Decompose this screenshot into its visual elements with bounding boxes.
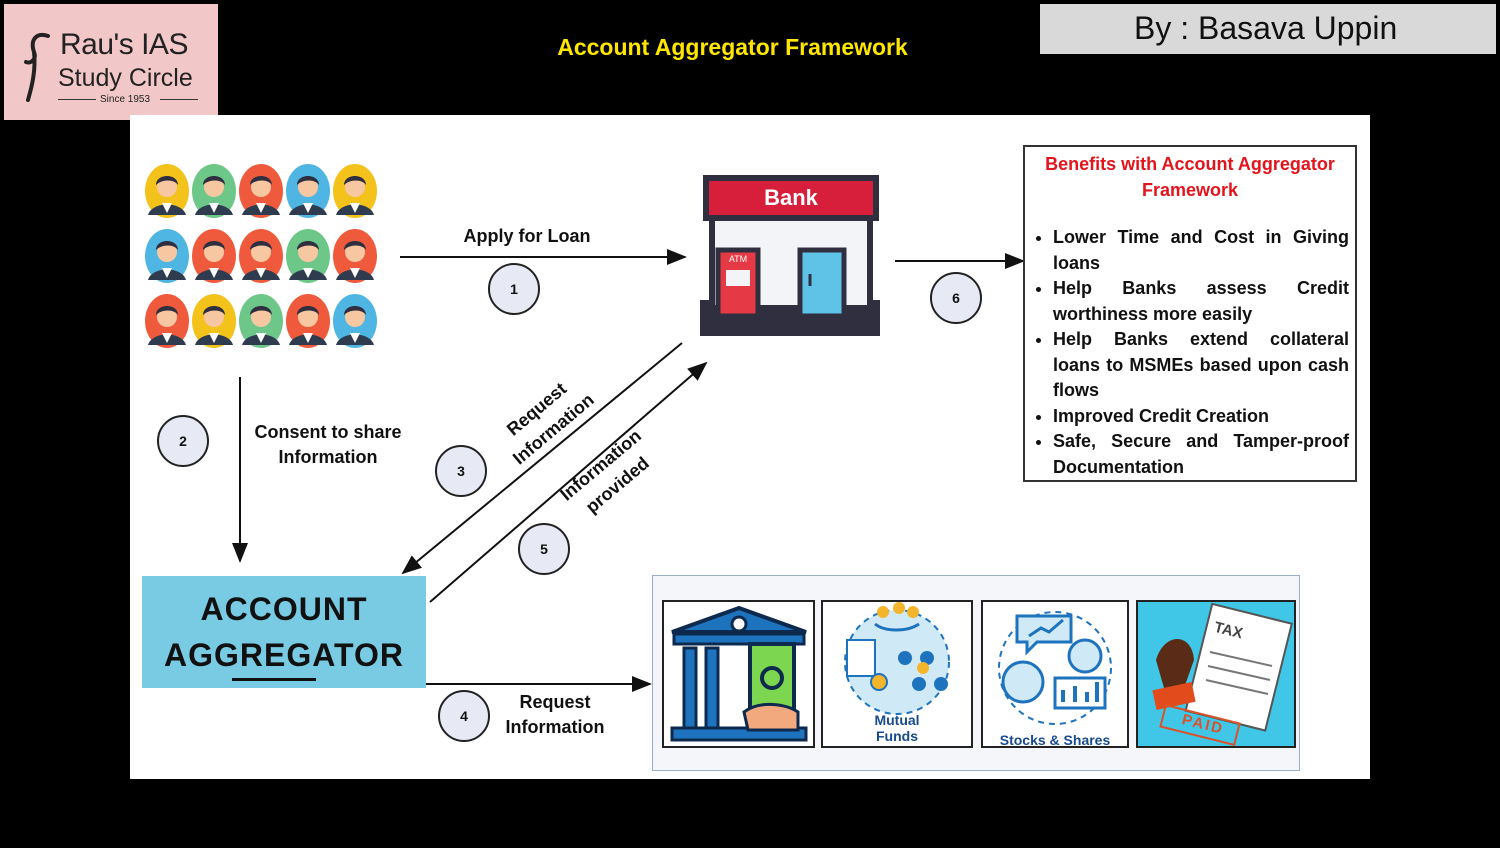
bank-cash-tile [662, 600, 815, 748]
person-avatar-icon [192, 229, 236, 283]
logo-line-3: Since 1953 [100, 94, 151, 105]
tax-paid-tile: TAX PAID [1136, 600, 1296, 748]
logo-rule-right [160, 99, 198, 100]
step-2-label: Consent to share Information [254, 422, 402, 467]
logo-line-1: Rau's IAS [60, 28, 188, 61]
step-1-label: Apply for Loan [463, 226, 591, 246]
benefits-box: Benefits with Account Aggregator Framewo… [1023, 145, 1357, 482]
bank-building-cash-icon [670, 605, 808, 742]
diagram-canvas: Bank ATM Apply for Loan Consent to share… [130, 115, 1370, 779]
person-avatar-icon [286, 229, 330, 283]
arrow-info-provided [429, 361, 708, 603]
information-sources-box: Mutual Funds Stocks & Shares [652, 575, 1300, 771]
author-banner: By : Basava Uppin [1040, 4, 1496, 54]
benefit-item: Safe, Secure and Tamper-proof Documentat… [1053, 429, 1349, 480]
person-avatar-icon [239, 294, 283, 348]
bank-icon: Bank ATM [692, 150, 897, 345]
step-1-circle: 1 [488, 263, 540, 315]
mutual-funds-caption: Mutual Funds [874, 712, 920, 744]
step-6-circle: 6 [930, 272, 982, 324]
aggregator-line-2: AGGREGATOR [164, 637, 404, 673]
aggregator-underline [232, 678, 316, 681]
benefit-item: Improved Credit Creation [1053, 404, 1349, 430]
person-avatar-icon [286, 164, 330, 218]
slide-title: Account Aggregator Framework [557, 34, 908, 60]
benefit-item: Help Banks assess Credit worthiness more… [1053, 276, 1349, 327]
step-4-label: Request Information [505, 692, 605, 737]
stocks-shares-icon [998, 611, 1112, 725]
person-avatar-icon [333, 294, 377, 348]
person-avatar-icon [239, 229, 283, 283]
person-avatar-icon [145, 229, 189, 283]
benefits-heading: Benefits with Account Aggregator Framewo… [1045, 154, 1335, 200]
mutual-funds-icon [844, 602, 950, 715]
benefit-item: Lower Time and Cost in Giving loans [1053, 225, 1349, 276]
step-2-circle: 2 [157, 415, 209, 467]
arrow-request-bank [401, 342, 683, 575]
step-4-circle: 4 [438, 690, 490, 742]
aggregator-line-1: ACCOUNT [200, 591, 368, 627]
person-avatar-icon [333, 229, 377, 283]
mutual-funds-tile: Mutual Funds [821, 600, 973, 748]
person-avatar-icon [286, 294, 330, 348]
stocks-shares-caption: Stocks & Shares [999, 732, 1111, 748]
benefits-list: Lower Time and Cost in Giving loans Help… [1025, 225, 1349, 480]
step-3-circle: 3 [435, 445, 487, 497]
logo-line-2: Study Circle [58, 64, 193, 92]
benefit-item: Help Banks extend collateral loans to MS… [1053, 327, 1349, 404]
tax-paid-icon [1152, 602, 1294, 746]
person-avatar-icon [145, 294, 189, 348]
logo-glyph-icon [24, 33, 50, 102]
bank-label: Bank [764, 185, 818, 210]
person-avatar-icon [192, 164, 236, 218]
account-aggregator-box: ACCOUNT AGGREGATOR [142, 576, 426, 688]
step-5-circle: 5 [518, 523, 570, 575]
arrow-layer [232, 249, 1025, 692]
stocks-shares-tile: Stocks & Shares [981, 600, 1129, 748]
person-avatar-icon [145, 164, 189, 218]
person-avatar-icon [192, 294, 236, 348]
person-avatar-icon [333, 164, 377, 218]
logo-rule-left [58, 99, 96, 100]
person-avatar-icon [239, 164, 283, 218]
atm-label: ATM [728, 254, 748, 264]
raus-ias-logo: Rau's IAS Study Circle Since 1953 [4, 4, 218, 120]
